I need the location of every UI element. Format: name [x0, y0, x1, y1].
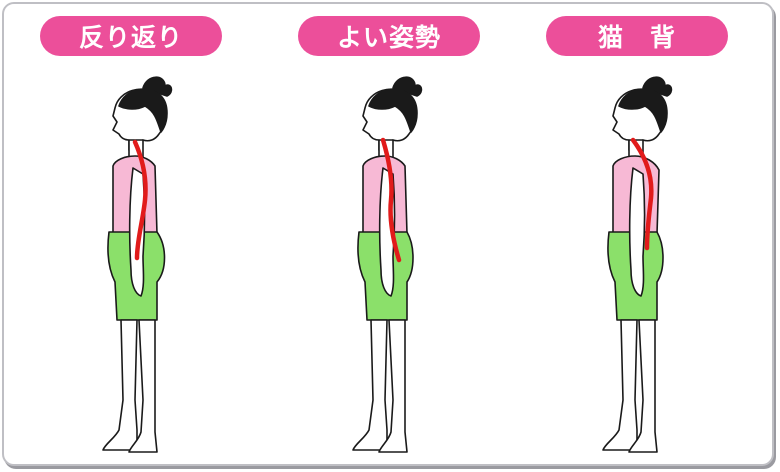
figure-hunched-back [602, 76, 673, 453]
label-good-posture: よい姿勢 [298, 16, 480, 56]
figure-good-posture [352, 76, 423, 453]
figure-arched-back [102, 76, 173, 453]
label-sorikaeri: 反り返り [40, 16, 222, 56]
label-nekoze: 猫 背 [546, 16, 728, 56]
